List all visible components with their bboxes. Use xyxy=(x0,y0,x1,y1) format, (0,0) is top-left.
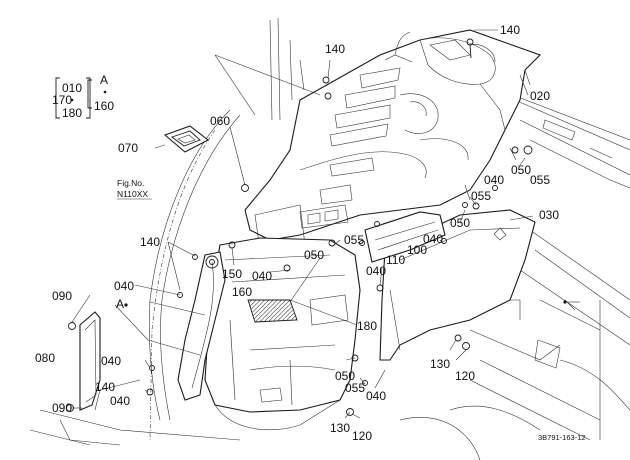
callout-020: 020 xyxy=(530,89,550,103)
callout-030: 030 xyxy=(539,208,559,222)
callout-055-lower: 055 xyxy=(345,381,365,395)
callout-040-bottom: 040 xyxy=(366,389,386,403)
legend-ref: 160 xyxy=(94,99,114,113)
callout-120-bottom: 120 xyxy=(352,429,372,443)
callout-080: 080 xyxy=(35,351,55,365)
fasteners xyxy=(66,38,533,416)
callout-090-top: 090 xyxy=(52,289,72,303)
chassis-lines xyxy=(399,91,630,460)
callout-040-left: 040 xyxy=(114,279,134,293)
frame-outline xyxy=(29,17,305,446)
bracket-100 xyxy=(364,211,446,263)
bezel-070 xyxy=(163,125,210,153)
callout-090-bottom: 090 xyxy=(52,401,72,415)
callout-070: 070 xyxy=(118,141,138,155)
callout-130-right: 130 xyxy=(430,357,450,371)
callout-050-right: 050 xyxy=(511,163,531,177)
callout-130-bottom: 130 xyxy=(330,421,350,435)
callout-180: 180 xyxy=(357,319,377,333)
panel-080 xyxy=(79,311,101,411)
callout-050-lower: 050 xyxy=(335,369,355,383)
warning-label-160 xyxy=(247,299,298,323)
callout-110: 110 xyxy=(386,253,405,267)
lower-panel xyxy=(204,237,361,431)
callout-040-bracket-low: 040 xyxy=(366,264,386,278)
figref-line2: N110XX xyxy=(117,189,148,199)
callout-140-left: 140 xyxy=(140,235,160,249)
callout-040-bottom-left: 040 xyxy=(110,394,130,408)
callout-040-bracket: 040 xyxy=(423,232,443,246)
callout-140-lower: 140 xyxy=(95,380,115,394)
callout-050-center: 050 xyxy=(304,248,324,262)
callout-160: 160 xyxy=(232,285,252,299)
callout-140-top: 140 xyxy=(500,23,520,37)
callout-140-dash: 140 xyxy=(325,42,345,56)
legend-bracket xyxy=(55,77,107,119)
right-side-cover-030 xyxy=(379,209,536,361)
callout-055-center: 055 xyxy=(344,233,364,247)
leader-lines xyxy=(70,29,580,419)
callout-A: A xyxy=(116,297,124,311)
callout-150: 150 xyxy=(222,267,242,281)
legend-letter: A xyxy=(100,73,108,87)
legend-inner-bottom: 180 xyxy=(62,106,82,120)
left-side-cover xyxy=(177,251,226,401)
figref-line1: Fig.No. xyxy=(117,178,144,188)
callout-040-center: 040 xyxy=(252,269,272,283)
callout-050-mid: 050 xyxy=(450,216,470,230)
callout-040-right: 040 xyxy=(484,173,504,187)
callout-040-lower: 040 xyxy=(101,354,121,368)
diagram-code: 3B791-163-12 xyxy=(538,433,586,442)
legend-outer: 170 xyxy=(52,93,72,107)
callout-055-right: 055 xyxy=(530,173,550,187)
legend-inner-top: 010 xyxy=(62,81,82,95)
callout-120-right: 120 xyxy=(455,369,475,383)
callout-060: 060 xyxy=(210,114,230,128)
callout-100: 100 xyxy=(407,243,427,257)
callout-055-mid: 055 xyxy=(471,189,491,203)
